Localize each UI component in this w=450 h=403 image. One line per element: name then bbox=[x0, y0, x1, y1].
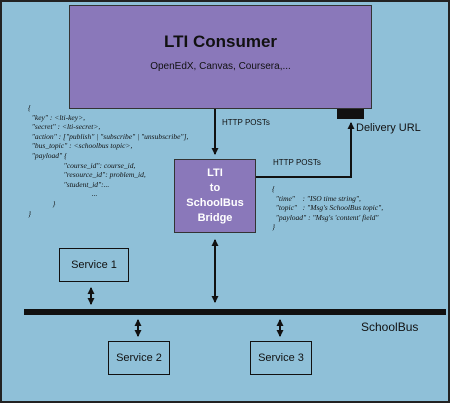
code-line: { bbox=[272, 184, 275, 193]
code-line: "topic" : "Msg's SchoolBus topic", bbox=[272, 203, 384, 213]
code-line: "resource_id": problem_id, bbox=[28, 170, 146, 180]
code-line: "course_id": course_id, bbox=[28, 160, 136, 170]
http-posts-label-consumer: HTTP POSTs bbox=[222, 118, 270, 127]
schoolbus-label: SchoolBus bbox=[361, 320, 419, 334]
code-line: "payload" { bbox=[28, 150, 68, 160]
code-line: } bbox=[28, 198, 56, 208]
delivery-url-label: Delivery URL bbox=[356, 122, 421, 134]
code-line: "time" : "ISO time string", bbox=[272, 193, 361, 203]
bridge-label-line: SchoolBus bbox=[186, 197, 244, 209]
http-posts-label-delivery: HTTP POSTs bbox=[273, 158, 321, 167]
lti-consumer-box: LTI Consumer OpenEdX, Canvas, Coursera,.… bbox=[69, 5, 372, 109]
lti-schoolbus-bridge-box: LTI to SchoolBus Bridge bbox=[174, 159, 256, 233]
arrow-bridge-to-delivery-url bbox=[256, 122, 355, 178]
service-1-box: Service 1 bbox=[59, 248, 129, 282]
service-3-box: Service 3 bbox=[250, 341, 312, 375]
code-line: } bbox=[272, 222, 275, 232]
lti-consumer-title: LTI Consumer bbox=[163, 32, 278, 51]
code-line: "student_id":... bbox=[28, 179, 110, 189]
code-line: "action" : ["publish" | "subscribe" | "u… bbox=[28, 131, 189, 141]
schoolbus-line bbox=[24, 309, 446, 315]
delivery-url-endpoint-icon bbox=[337, 109, 364, 119]
lti-consumer-subtitle: OpenEdX, Canvas, Coursera,... bbox=[150, 61, 291, 72]
bridge-label-line: Bridge bbox=[197, 212, 233, 224]
code-line: "secret" : <lti-secret>, bbox=[28, 122, 101, 132]
code-line: { bbox=[28, 103, 31, 112]
delivery-format-block: { "time" : "ISO time string", "topic" : … bbox=[272, 184, 383, 232]
code-line: "payload" : "Msg's 'content' field" bbox=[272, 212, 379, 222]
code-line: ... bbox=[28, 189, 98, 199]
code-line: "key" : <lti-key>, bbox=[28, 112, 86, 122]
request-format-block: { "key" : <lti-key>, "secret" : <lti-sec… bbox=[28, 103, 188, 218]
service-2-box: Service 2 bbox=[108, 341, 170, 375]
bridge-label-line: to bbox=[209, 182, 221, 194]
code-line: } bbox=[28, 208, 31, 218]
code-line: "bus_topic" : <schoolbus topic>, bbox=[28, 141, 133, 151]
bridge-label-line: LTI bbox=[207, 167, 223, 179]
